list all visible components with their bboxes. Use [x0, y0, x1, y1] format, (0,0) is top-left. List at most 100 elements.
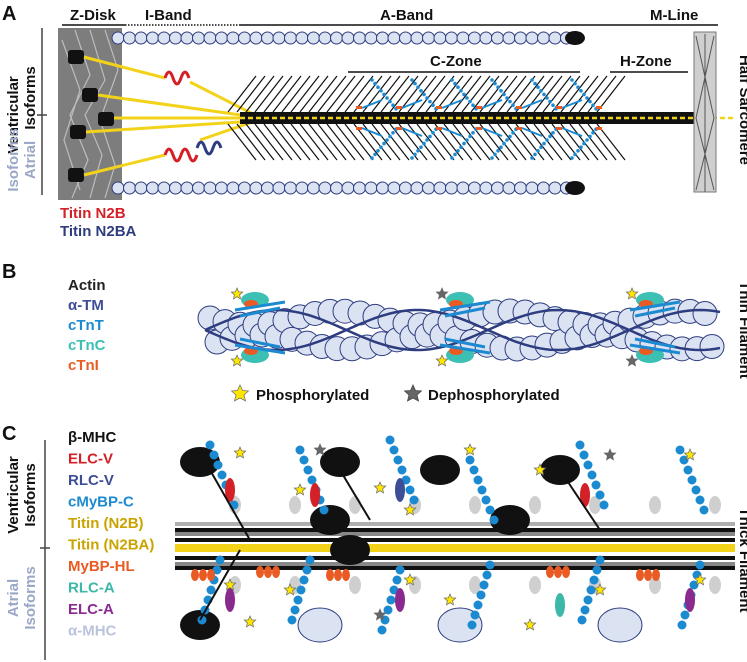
- myosin-head-line: [263, 123, 293, 161]
- mybpc-bead: [370, 156, 374, 160]
- myosin-head-line: [281, 123, 311, 161]
- mybpc-bead: [425, 96, 429, 100]
- tropomyosin-strand: [204, 308, 721, 352]
- cmybpc-domain: [489, 515, 499, 525]
- actin-bead: [284, 31, 297, 45]
- light-chain: [555, 593, 565, 617]
- actin-bead: [537, 31, 550, 45]
- mybpc-bead: [579, 89, 583, 93]
- beta-mhc-head: [420, 455, 460, 485]
- light-chain: [395, 588, 405, 612]
- actin-bead: [445, 181, 458, 195]
- cmybpc-domain: [587, 470, 597, 480]
- ctnt-subunit: [239, 337, 281, 349]
- phosphorylated-star-icon: [693, 573, 707, 586]
- background-head: [709, 496, 721, 514]
- legend-ctnt: cTnT: [68, 317, 104, 334]
- cmybpc-domain: [589, 575, 599, 585]
- mybpc-bead: [373, 81, 377, 86]
- myosin-head-line: [227, 75, 257, 113]
- actin-bead: [215, 181, 228, 195]
- mybp-hl-spot: [356, 106, 362, 109]
- cmybpc-domain: [377, 625, 387, 635]
- cmybpc-domain: [392, 575, 402, 585]
- ctnt-subunit: [629, 300, 681, 312]
- cmybpc-domain: [583, 460, 593, 470]
- mybpc-bead: [496, 85, 500, 89]
- myosin-head-line: [533, 75, 563, 113]
- mybpc-bead: [576, 85, 580, 89]
- myosin-head-line: [398, 75, 428, 113]
- cmybpc-domain: [470, 610, 480, 620]
- actin-bead: [341, 181, 355, 195]
- cmybpc-domain: [389, 445, 399, 455]
- cmybpc-domain: [575, 440, 585, 450]
- legend-ctnc: cTnC: [68, 337, 106, 354]
- actin-bead: [548, 31, 562, 45]
- cmybpc-domain: [699, 505, 709, 515]
- cmybpc-domain: [595, 555, 605, 565]
- ventricular-label: Ventricular: [5, 76, 22, 154]
- actin-bead: [479, 181, 493, 195]
- c-atrial-isoforms-label: Isoforms: [22, 566, 39, 629]
- mybpc-bead: [459, 89, 463, 93]
- cmybpc-domain: [205, 440, 215, 450]
- beta-mhc-head: [310, 505, 350, 535]
- actin-bead: [238, 181, 251, 195]
- mybpc-bead: [539, 145, 543, 149]
- actin-bead: [215, 31, 228, 45]
- actin-cap: [565, 181, 585, 195]
- mybp-hl-spot: [436, 106, 442, 109]
- mybp-hl-domain: [199, 569, 207, 581]
- mybp-hl-spot: [356, 127, 362, 130]
- mybp-hl-domain: [207, 569, 215, 581]
- cmybpc-domain: [675, 445, 685, 455]
- phosphorylated-star-icon: [403, 573, 417, 586]
- mybpc-link: [361, 127, 383, 137]
- myosin-head-line: [407, 123, 437, 161]
- background-head: [349, 496, 361, 514]
- mybpc-bead: [576, 149, 580, 153]
- mybpc-bead: [551, 131, 555, 135]
- panel-c-letter: C: [2, 423, 16, 445]
- actin-bead: [226, 31, 240, 45]
- phosphorylated-star-icon: [625, 287, 639, 300]
- mybpc-bead: [379, 89, 383, 93]
- cmybpc-domain: [592, 565, 602, 575]
- mybp-hl-spot: [476, 106, 482, 109]
- cmybpc-domain: [303, 465, 313, 475]
- i-band-label: I-Band: [145, 7, 192, 24]
- legend-actin: Actin: [68, 277, 106, 294]
- mybpc-link: [361, 99, 383, 109]
- legend-item-8: ELC-A: [68, 601, 114, 618]
- dephosphorylated-star-icon: [625, 354, 639, 367]
- actin-bead: [433, 181, 447, 195]
- mybpc-bead: [468, 134, 472, 139]
- actin-bead: [456, 31, 470, 45]
- cmybpc-domain: [212, 565, 222, 575]
- cmybpc-domain: [465, 455, 475, 465]
- mybpc-bead: [505, 96, 509, 100]
- cmybpc-domain: [395, 565, 405, 575]
- cmybpc-domain: [485, 560, 495, 570]
- light-chain: [310, 483, 320, 507]
- actin-bead: [410, 31, 424, 45]
- background-head: [349, 576, 361, 594]
- actin-filament-bottom: [111, 181, 585, 195]
- cmybpc-domain: [467, 620, 477, 630]
- mybpc-bead: [499, 89, 503, 93]
- actin-monomer: [692, 300, 718, 326]
- mybpc-bead: [453, 152, 457, 157]
- myosin-head-line: [497, 123, 527, 161]
- mybp-hl-domain: [334, 569, 342, 581]
- actin-bead: [295, 31, 309, 45]
- actin-bead: [445, 31, 458, 45]
- cmybpc-domain: [405, 485, 415, 495]
- actin-bead: [514, 181, 527, 195]
- actin-bead: [272, 181, 286, 195]
- mybp-hl-spot: [476, 127, 482, 130]
- backbone-stripe: [175, 528, 735, 532]
- actin-bead: [192, 31, 205, 45]
- background-head: [649, 496, 661, 514]
- cmybpc-domain: [302, 565, 312, 575]
